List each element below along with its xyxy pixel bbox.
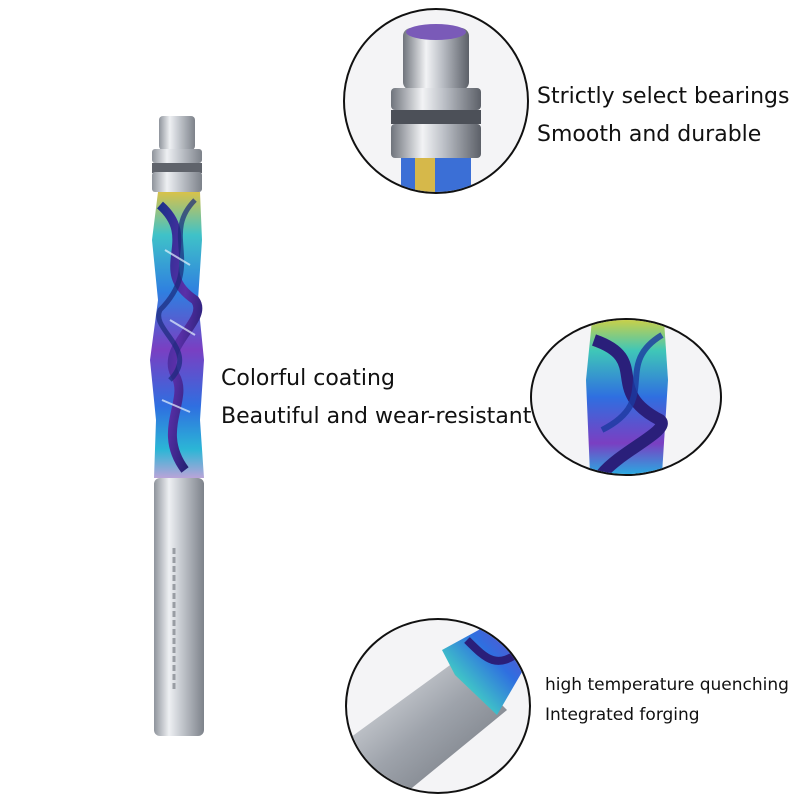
forging-caption-line-2: Integrated forging (545, 705, 700, 725)
bearing-detail-zoom (343, 8, 529, 194)
bearing-ring-bottom (152, 172, 202, 192)
flute-closeup-icon (586, 320, 668, 474)
forging-caption: high temperature quenching Integrated fo… (545, 670, 789, 730)
bearing-caption: Strictly select bearings Smooth and dura… (537, 78, 789, 154)
shank-transition-closeup-icon (347, 620, 529, 792)
bearing-groove (152, 163, 202, 173)
bearing-caption-line-1: Strictly select bearings (537, 84, 790, 109)
shank (154, 478, 204, 736)
flute-highlights (161, 249, 196, 413)
forging-caption-line-1: high temperature quenching (545, 675, 789, 695)
forging-detail-zoom (345, 618, 531, 794)
spiral-flute-2 (156, 198, 197, 382)
bearing-ring-top (152, 149, 202, 163)
coating-detail-zoom (530, 318, 722, 476)
bearing-caption-line-2: Smooth and durable (537, 122, 762, 147)
bearing-closeup-icon (391, 24, 481, 192)
coating-caption: Colorful coating Beautiful and wear-resi… (221, 360, 531, 436)
coating-caption-line-1: Colorful coating (221, 366, 395, 391)
coated-cutting-flutes (150, 192, 204, 478)
coating-caption-line-2: Beautiful and wear-resistant (221, 404, 532, 429)
bearing-cap (159, 116, 195, 150)
